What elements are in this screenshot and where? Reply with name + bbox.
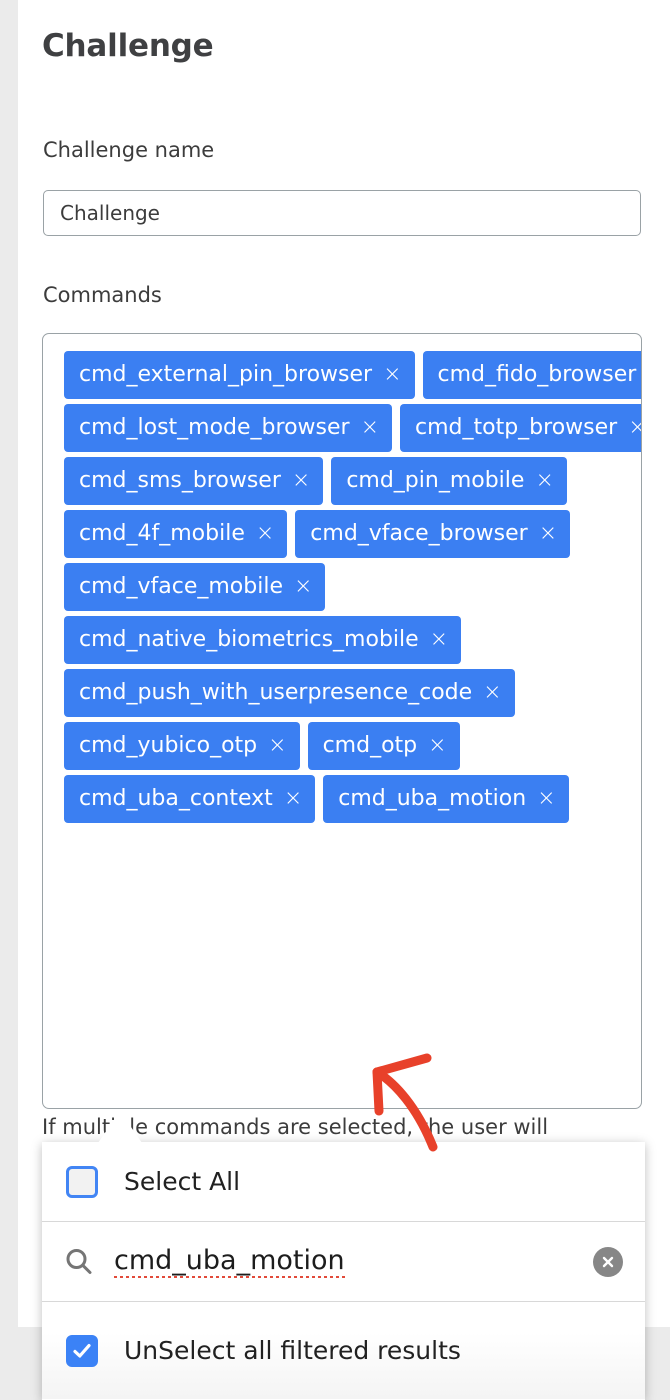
commands-chip-list: cmd_external_pin_browser × cmd_fido_browse… xyxy=(64,351,641,823)
search-input-value[interactable]: cmd_uba_motion xyxy=(114,1245,345,1278)
command-chip[interactable]: cmd_4f_mobile × xyxy=(64,510,288,558)
page-title: Challenge xyxy=(42,28,214,64)
unselect-filtered-label: UnSelect all filtered results xyxy=(124,1336,461,1365)
command-chip-label: cmd_fido_browser xyxy=(437,362,637,387)
chip-remove-icon[interactable]: × xyxy=(538,521,558,546)
select-all-label: Select All xyxy=(124,1167,241,1196)
chip-remove-icon[interactable]: × xyxy=(283,786,303,811)
command-chip[interactable]: cmd_push_with_userpresence_code × xyxy=(64,669,515,717)
command-chip-label: cmd_totp_browser xyxy=(415,415,618,440)
dropdown-item-unselect-filtered[interactable]: UnSelect all filtered results xyxy=(42,1302,645,1399)
commands-dropdown-panel: Select All cmd_uba_motion UnSelect all f… xyxy=(42,1111,645,1400)
command-chip[interactable]: cmd_uba_motion × xyxy=(323,775,569,823)
command-chip[interactable]: cmd_yubico_otp × xyxy=(64,722,300,770)
chip-remove-icon[interactable]: × xyxy=(483,680,502,705)
command-chip-label: cmd_external_pin_browser xyxy=(79,362,373,387)
command-chip[interactable]: cmd_pin_mobile × xyxy=(331,457,567,505)
check-icon xyxy=(73,1343,91,1358)
close-icon xyxy=(602,1256,614,1267)
chip-remove-icon[interactable]: × xyxy=(383,362,402,387)
command-chip[interactable]: cmd_uba_context × xyxy=(64,775,316,823)
challenge-name-label: Challenge name xyxy=(43,138,215,162)
command-chip[interactable]: cmd_lost_mode_browser × xyxy=(64,404,393,452)
chip-remove-icon[interactable]: × xyxy=(535,468,554,493)
chip-remove-icon[interactable]: × xyxy=(628,417,641,439)
command-chip-label: cmd_push_with_userpresence_code xyxy=(79,680,473,705)
command-chip-label: cmd_pin_mobile xyxy=(346,468,525,493)
command-chip-label: cmd_uba_motion xyxy=(338,786,527,811)
challenge-name-input[interactable] xyxy=(43,190,641,236)
command-chip[interactable]: cmd_totp_browser × xyxy=(400,404,641,452)
command-chip[interactable]: cmd_otp × xyxy=(307,722,460,770)
command-chip[interactable]: cmd_native_biometrics_mobile × xyxy=(64,616,462,664)
chip-remove-icon[interactable]: × xyxy=(291,468,311,493)
chip-remove-icon[interactable]: × xyxy=(255,521,275,546)
command-chip-label: cmd_lost_mode_browser xyxy=(79,415,350,440)
command-chip[interactable]: cmd_vface_mobile × xyxy=(64,563,326,611)
chip-remove-icon[interactable]: × xyxy=(537,786,556,811)
challenge-settings-card: Challenge Challenge name Commands cmd_ex… xyxy=(18,0,670,1327)
command-chip-label: cmd_sms_browser xyxy=(79,468,281,493)
command-chip[interactable]: cmd_vface_browser × xyxy=(295,510,571,558)
chip-remove-icon[interactable]: × xyxy=(360,415,380,440)
command-chip-label: cmd_vface_mobile xyxy=(79,574,283,599)
unselect-filtered-checkbox[interactable] xyxy=(66,1334,98,1367)
command-chip-label: cmd_uba_context xyxy=(79,786,273,811)
command-chip[interactable]: cmd_external_pin_browser × xyxy=(64,351,415,399)
command-chip-label: cmd_vface_browser xyxy=(310,521,528,546)
chip-remove-icon[interactable]: × xyxy=(268,733,287,758)
select-all-checkbox[interactable] xyxy=(66,1165,98,1198)
command-chip-label: cmd_4f_mobile xyxy=(79,521,245,546)
command-chip-label: cmd_yubico_otp xyxy=(79,733,258,758)
dropdown-item-select-all[interactable]: Select All xyxy=(42,1142,645,1222)
dropdown-search-row[interactable]: cmd_uba_motion xyxy=(42,1222,645,1302)
search-icon xyxy=(66,1248,92,1274)
commands-label: Commands xyxy=(43,283,162,307)
command-chip[interactable]: cmd_sms_browser × xyxy=(64,457,324,505)
command-chip-label: cmd_native_biometrics_mobile xyxy=(79,627,419,652)
command-chip[interactable]: cmd_fido_browser× xyxy=(422,351,641,399)
chip-remove-icon[interactable]: × xyxy=(429,627,449,652)
commands-multiselect[interactable]: cmd_external_pin_browser × cmd_fido_browse… xyxy=(42,333,642,1109)
clear-search-button[interactable] xyxy=(593,1246,623,1277)
dropdown-caret-icon xyxy=(98,1111,142,1143)
chip-remove-icon[interactable]: × xyxy=(293,574,313,599)
chip-remove-icon[interactable]: × xyxy=(428,733,447,758)
command-chip-label: cmd_otp xyxy=(322,733,418,758)
